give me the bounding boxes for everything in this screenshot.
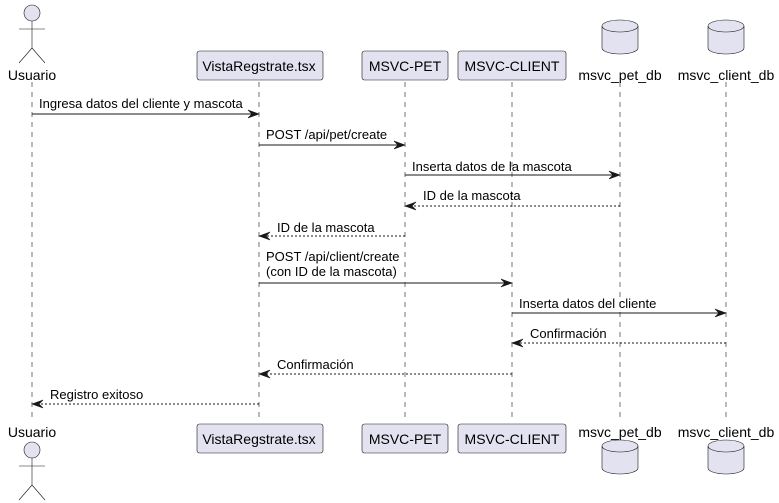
message-1: Ingresa datos del cliente y mascota [32, 96, 260, 119]
participant-name-pet: MSVC-PET [369, 58, 442, 74]
message-9: Confirmación [258, 357, 512, 379]
participants-top: Usuario VistaRegstrate.tsx MSVC-PET MSVC-CL… [8, 4, 775, 83]
message-arrowhead [258, 369, 271, 379]
message-3: Inserta datos de la mascota [405, 159, 621, 180]
messages: Ingresa datos del cliente y mascotaPOST … [31, 96, 727, 409]
actor-icon [18, 4, 46, 64]
participant-petdb-bottom: msvc_pet_db [578, 424, 662, 475]
participant-client-bottom: MSVC-CLIENT [457, 423, 567, 454]
message-8: Confirmación [511, 326, 726, 348]
message-label: Confirmación [530, 326, 607, 341]
message-arrowhead [608, 170, 621, 180]
participant-name-clientdb: msvc_client_db [678, 424, 775, 440]
participant-usuario-bottom: Usuario [8, 424, 56, 501]
message-arrowhead [31, 399, 44, 409]
message-4: ID de la mascota [404, 188, 620, 211]
participant-petdb-top: msvc_pet_db [578, 19, 662, 83]
participant-box [361, 423, 449, 454]
message-2: POST /api/pet/create [259, 127, 406, 150]
lifelines [31, 82, 727, 420]
message-label: POST /api/client/create [266, 249, 399, 264]
participant-clientdb-bottom: msvc_client_db [678, 424, 775, 475]
database-icon [601, 439, 639, 475]
message-label: Inserta datos de la mascota [412, 159, 572, 174]
message-label: (con ID de la mascota) [266, 264, 397, 279]
message-arrowhead [511, 338, 524, 348]
participant-client-top: MSVC-CLIENT [457, 50, 567, 81]
message-5: ID de la mascota [258, 220, 405, 241]
message-label: POST /api/pet/create [266, 127, 387, 142]
message-label: ID de la mascota [277, 220, 375, 235]
participant-box [457, 50, 567, 81]
actor-icon [18, 441, 46, 501]
participant-box [196, 423, 324, 454]
participant-name-vista: VistaRegstrate.tsx [202, 58, 315, 74]
message-arrowhead [500, 278, 513, 288]
message-label: Registro exitoso [50, 387, 143, 402]
participant-name-petdb: msvc_pet_db [578, 67, 661, 83]
message-label: ID de la mascota [423, 188, 521, 203]
participant-usuario-top: Usuario [8, 4, 56, 83]
participant-name-client: MSVC-CLIENT [465, 58, 560, 74]
participant-name-clientdb: msvc_client_db [678, 67, 775, 83]
message-arrowhead [404, 201, 417, 211]
participant-vista-bottom: VistaRegstrate.tsx [196, 423, 324, 454]
participant-name-pet: MSVC-PET [369, 431, 442, 447]
message-7: Inserta datos del cliente [512, 296, 727, 318]
message-arrowhead [714, 308, 727, 318]
database-icon [601, 19, 639, 55]
participant-clientdb-top: msvc_client_db [678, 19, 775, 83]
message-label: Ingresa datos del cliente y mascota [39, 96, 244, 111]
message-label: Confirmación [277, 357, 354, 372]
participants-bottom: Usuario VistaRegstrate.tsx MSVC-PET MSVC-CL… [8, 423, 775, 501]
message-arrowhead [258, 231, 271, 241]
database-icon [707, 439, 745, 475]
participant-vista-top: VistaRegstrate.tsx [196, 50, 324, 81]
message-arrowhead [393, 140, 406, 150]
message-6: POST /api/client/create(con ID de la mas… [259, 249, 513, 288]
participant-pet-bottom: MSVC-PET [361, 423, 449, 454]
database-icon [707, 19, 745, 55]
participant-name-usuario: Usuario [8, 424, 56, 440]
participant-box [196, 50, 324, 81]
participant-box [457, 423, 567, 454]
participant-name-client: MSVC-CLIENT [465, 431, 560, 447]
message-10: Registro exitoso [31, 387, 259, 409]
participant-box [361, 50, 449, 81]
participant-name-usuario: Usuario [8, 67, 56, 83]
participant-pet-top: MSVC-PET [361, 50, 449, 81]
participant-name-petdb: msvc_pet_db [578, 424, 661, 440]
message-label: Inserta datos del cliente [519, 296, 656, 311]
message-arrowhead [247, 109, 260, 119]
participant-name-vista: VistaRegstrate.tsx [202, 431, 315, 447]
